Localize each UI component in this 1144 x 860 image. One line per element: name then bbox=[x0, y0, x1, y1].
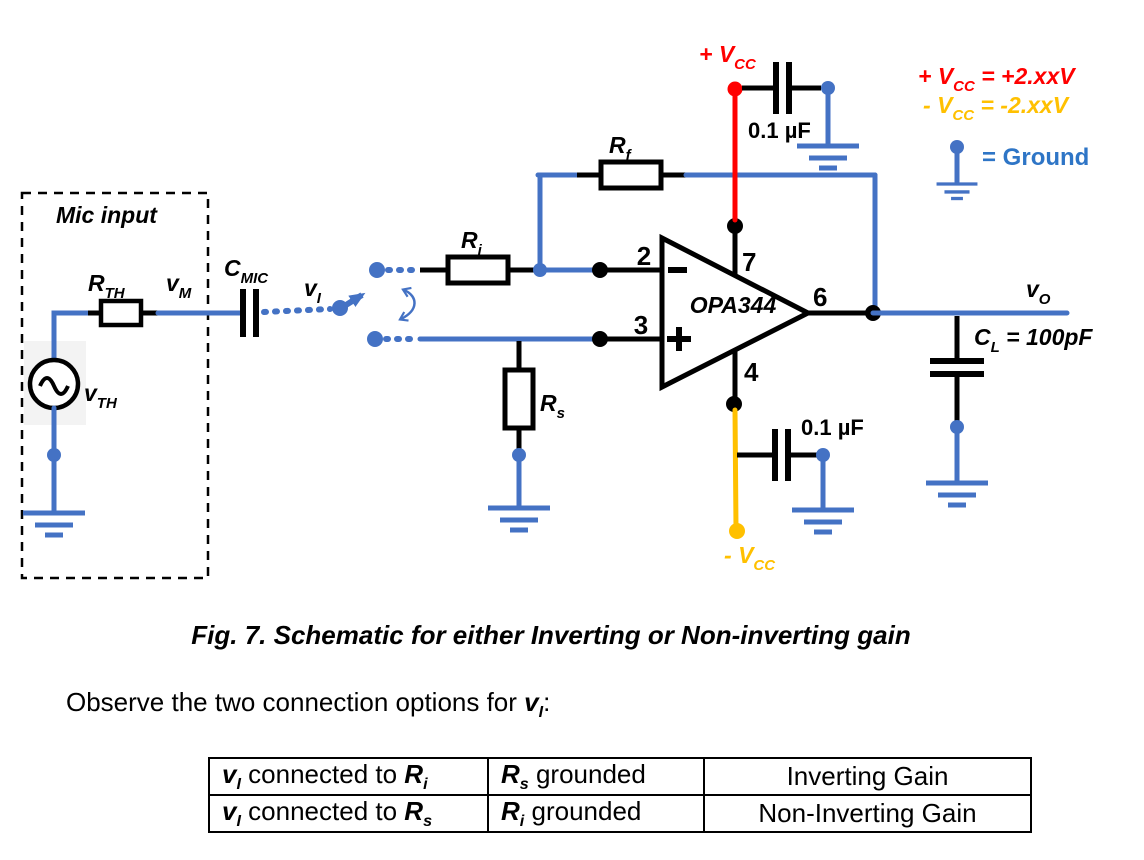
mic-input-title: Mic input bbox=[56, 202, 158, 228]
ri-branch: Ri 2 bbox=[420, 174, 662, 286]
vi-label: vI bbox=[304, 275, 322, 307]
rf-label: Rf bbox=[609, 132, 633, 164]
negative-supply: - VCC 0.1 µF bbox=[724, 396, 864, 574]
pin3-number: 3 bbox=[634, 310, 648, 340]
legend-ground-label: = Ground bbox=[982, 144, 1089, 171]
mic-ground-icon bbox=[23, 513, 85, 535]
bypass-cap-top-label: 0.1 µF bbox=[748, 118, 811, 143]
minus-vcc-wire bbox=[732, 407, 739, 531]
switch-toggle-arrow bbox=[398, 286, 416, 322]
switch-contact-bottom-dot bbox=[367, 331, 383, 347]
table-row: vI connected to Rs Ri grounded Non-Inver… bbox=[208, 794, 1032, 834]
pin2-node-dot bbox=[592, 262, 608, 278]
connection-table: vI connected to Ri Rs grounded Inverting… bbox=[208, 756, 1032, 834]
pin6-number: 6 bbox=[813, 282, 827, 312]
opamp-part-number: OPA344 bbox=[690, 292, 777, 318]
cl-label: CL = 100pF bbox=[974, 324, 1093, 356]
resistor-rf bbox=[598, 159, 664, 191]
output-section: vO CL = 100pF bbox=[870, 276, 1093, 505]
cmic-label: CMIC bbox=[224, 255, 269, 287]
bypass-cap-bottom-label: 0.1 µF bbox=[801, 415, 864, 440]
vi-inline-var: vI bbox=[524, 687, 544, 722]
rf-branch: Rf bbox=[535, 132, 878, 313]
legend-minus-vcc: - VCC = -2.xxV bbox=[923, 92, 1070, 124]
pin2-number: 2 bbox=[637, 241, 651, 271]
plus-vcc-dot bbox=[727, 81, 743, 97]
cell-connection: vI connected to Ri bbox=[208, 756, 489, 797]
sine-wave-icon bbox=[38, 376, 70, 396]
switch-arm-arrow bbox=[344, 292, 366, 308]
opamp: OPA344 7 4 6 bbox=[659, 228, 881, 401]
rs-label: Rs bbox=[540, 390, 565, 422]
ri-label: Ri bbox=[461, 227, 483, 259]
rs-branch: 3 Rs bbox=[417, 310, 662, 530]
cell-gain-type: Non-Inverting Gain bbox=[703, 794, 1032, 834]
cell-gain-type: Inverting Gain bbox=[703, 756, 1032, 797]
legend-ground-dot bbox=[950, 140, 964, 154]
plus-vcc-label: + VCC bbox=[699, 41, 757, 73]
resistor-ri bbox=[445, 254, 511, 286]
bottom-cap-ground-icon bbox=[792, 510, 854, 532]
switch-contact-top-dot bbox=[369, 262, 385, 278]
legend-ground-icon bbox=[934, 182, 980, 201]
cell-grounded: Ri grounded bbox=[487, 794, 705, 834]
pin7-node-dot bbox=[727, 218, 743, 234]
cl-ground-icon bbox=[926, 483, 988, 505]
mic-input-dashed-box bbox=[20, 191, 210, 580]
legend: + VCC = +2.xxV - VCC = -2.xxV = Ground bbox=[918, 63, 1089, 201]
minus-vcc-dot bbox=[729, 523, 745, 539]
minus-vcc-label: - VCC bbox=[724, 542, 776, 574]
pin4-number: 4 bbox=[744, 357, 759, 387]
cell-connection: vI connected to Rs bbox=[208, 794, 489, 834]
pin7-number: 7 bbox=[742, 247, 756, 277]
cell-grounded: Rs grounded bbox=[487, 756, 705, 797]
vth-label: vTH bbox=[84, 380, 118, 412]
table-row: vI connected to Ri Rs grounded Inverting… bbox=[208, 756, 1032, 797]
pin4-node-dot bbox=[726, 396, 742, 412]
circuit-schematic: + VCC = +2.xxV - VCC = -2.xxV = Ground M… bbox=[0, 41, 1093, 580]
pin3-node-dot bbox=[592, 331, 608, 347]
observe-text: Observe the two connection options for v… bbox=[66, 687, 551, 722]
figure-caption: Fig. 7. Schematic for either Inverting o… bbox=[191, 620, 911, 650]
mic-input-section: Mic input RTH vM vTH bbox=[20, 191, 244, 580]
rs-ground-icon bbox=[488, 508, 550, 530]
cmic-switch-section: CMIC vI bbox=[224, 255, 421, 347]
resistor-rth bbox=[98, 298, 144, 328]
legend-plus-vcc: + VCC = +2.xxV bbox=[918, 63, 1076, 95]
rth-label: RTH bbox=[88, 270, 126, 302]
switch-pole-dot bbox=[332, 300, 348, 316]
top-cap-ground-icon bbox=[797, 146, 859, 168]
vo-label: vO bbox=[1026, 276, 1051, 308]
feedback-junction-dot bbox=[533, 263, 547, 277]
vm-label: vM bbox=[166, 270, 192, 302]
resistor-rs bbox=[502, 367, 536, 431]
noninverting-input-plus-icon bbox=[667, 327, 691, 351]
positive-supply: + VCC 0.1 µF bbox=[699, 41, 859, 234]
